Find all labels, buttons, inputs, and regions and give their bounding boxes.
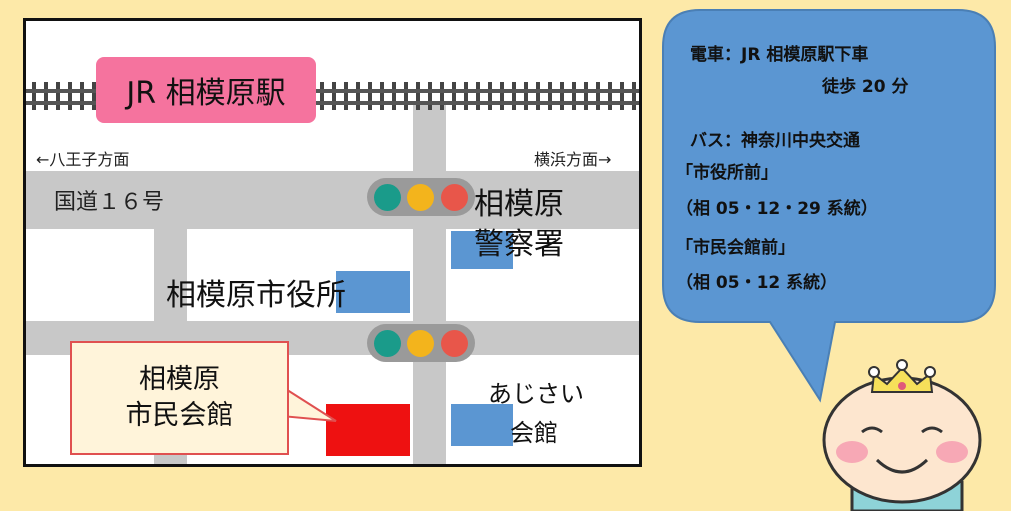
rail-tie [368, 82, 372, 110]
train-info-line-2: 徒歩 20 分 [822, 77, 909, 97]
traffic-signal-icon [367, 324, 475, 362]
map-frame: JR 相模原駅 ←八王子方面 横浜方面→ 国道１６号 相模原 警察署 相模原市役… [23, 18, 642, 467]
civic-hall-building [326, 404, 410, 456]
baby-prince-character-icon [822, 359, 982, 511]
jr-station-label: JR 相模原駅 [96, 57, 316, 123]
rail-tie [332, 82, 336, 110]
station-name: JR 相模原駅 [126, 76, 286, 111]
rail-tie [92, 82, 96, 110]
rail-tie [428, 82, 432, 110]
civic-hall-label-2: 市民会館 [125, 400, 234, 431]
rail-tie [488, 82, 492, 110]
police-station-label-1: 相模原 [474, 187, 564, 222]
train-info-line-1: 電車：JR 相模原駅下車 [690, 45, 869, 65]
rail-tie [524, 82, 528, 110]
rail-tie [596, 82, 600, 110]
rail-tie [536, 82, 540, 110]
rail-tie [440, 82, 444, 110]
traffic-signal-icon [367, 178, 475, 216]
ajisai-hall-label-1: あじさい [488, 380, 584, 408]
rail-tie [380, 82, 384, 110]
city-hall-building [336, 271, 410, 313]
road-vertical-center [413, 103, 446, 464]
bus-stop-civic-hall: 「市民会館前」 [676, 238, 795, 258]
rail-tie [548, 82, 552, 110]
rail-tie [572, 82, 576, 110]
rail-tie [68, 82, 72, 110]
road-name-national-16: 国道１６号 [54, 190, 165, 215]
rail-tie [452, 82, 456, 110]
rail-tie [620, 82, 624, 110]
bus-routes-city-hall: （相 05・12・29 系統） [676, 199, 878, 219]
rail-tie [344, 82, 348, 110]
bus-routes-civic-hall: （相 05・12 系統） [676, 273, 838, 293]
rail-tie [416, 82, 420, 110]
crown-icon [868, 359, 936, 393]
rail-tie [80, 82, 84, 110]
city-hall-label: 相模原市役所 [166, 278, 346, 313]
rail-tie [320, 82, 324, 110]
direction-yokohama: 横浜方面→ [534, 150, 612, 169]
bus-info-line-1: バス：神奈川中央交通 [690, 131, 860, 151]
rail-tie [476, 82, 480, 110]
civic-hall-label-1: 相模原 [139, 363, 220, 395]
rail-tie [584, 82, 588, 110]
rail-tie [500, 82, 504, 110]
rail-tie [44, 82, 48, 110]
ajisai-hall-building [451, 404, 513, 446]
civic-hall-callout: 相模原 市民会館 [70, 341, 289, 455]
rail-tie [404, 82, 408, 110]
rail-tie [32, 82, 36, 110]
police-station-building [451, 231, 513, 269]
rail-tie [560, 82, 564, 110]
police-station-label-2: 警察署 [474, 227, 564, 262]
road-national-16 [26, 171, 639, 229]
rail-tie [464, 82, 468, 110]
direction-hachioji: ←八王子方面 [36, 150, 130, 169]
rail-tie [392, 82, 396, 110]
rail-tie [632, 82, 636, 110]
bus-stop-city-hall: 「市役所前」 [676, 163, 778, 183]
ajisai-hall-label-2: 会館 [510, 419, 558, 447]
rail-tie [512, 82, 516, 110]
rail-tie [56, 82, 60, 110]
rail-tie [608, 82, 612, 110]
rail-tie [356, 82, 360, 110]
